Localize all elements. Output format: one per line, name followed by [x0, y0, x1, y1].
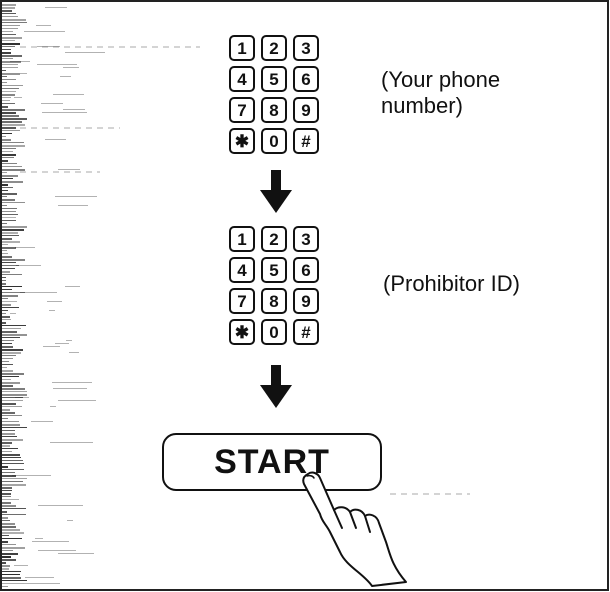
key-7: 7: [229, 97, 255, 123]
down-arrow-icon: [260, 365, 292, 408]
pointing-hand-icon: [302, 471, 407, 587]
key-4: 4: [229, 257, 255, 283]
key-6: 6: [293, 257, 319, 283]
down-arrow-icon: [260, 170, 292, 213]
key-5: 5: [261, 257, 287, 283]
keypad-prohibitor-id: 1 2 3 4 5 6 7 8 9 ✱ 0 #: [229, 226, 319, 345]
key-hash: #: [293, 319, 319, 345]
key-9: 9: [293, 288, 319, 314]
keypad-phone-number: 1 2 3 4 5 6 7 8 9 ✱ 0 #: [229, 35, 319, 154]
key-6: 6: [293, 66, 319, 92]
key-star: ✱: [229, 128, 255, 154]
key-0: 0: [261, 128, 287, 154]
key-star: ✱: [229, 319, 255, 345]
key-3: 3: [293, 226, 319, 252]
caption-your-phone-number: (Your phone number): [381, 67, 501, 118]
key-7: 7: [229, 288, 255, 314]
key-hash: #: [293, 128, 319, 154]
key-9: 9: [293, 97, 319, 123]
key-1: 1: [229, 35, 255, 61]
key-0: 0: [261, 319, 287, 345]
key-8: 8: [261, 288, 287, 314]
key-3: 3: [293, 35, 319, 61]
caption-prohibitor-id: (Prohibitor ID): [383, 271, 520, 296]
key-1: 1: [229, 226, 255, 252]
key-5: 5: [261, 66, 287, 92]
key-2: 2: [261, 35, 287, 61]
key-4: 4: [229, 66, 255, 92]
key-8: 8: [261, 97, 287, 123]
key-2: 2: [261, 226, 287, 252]
